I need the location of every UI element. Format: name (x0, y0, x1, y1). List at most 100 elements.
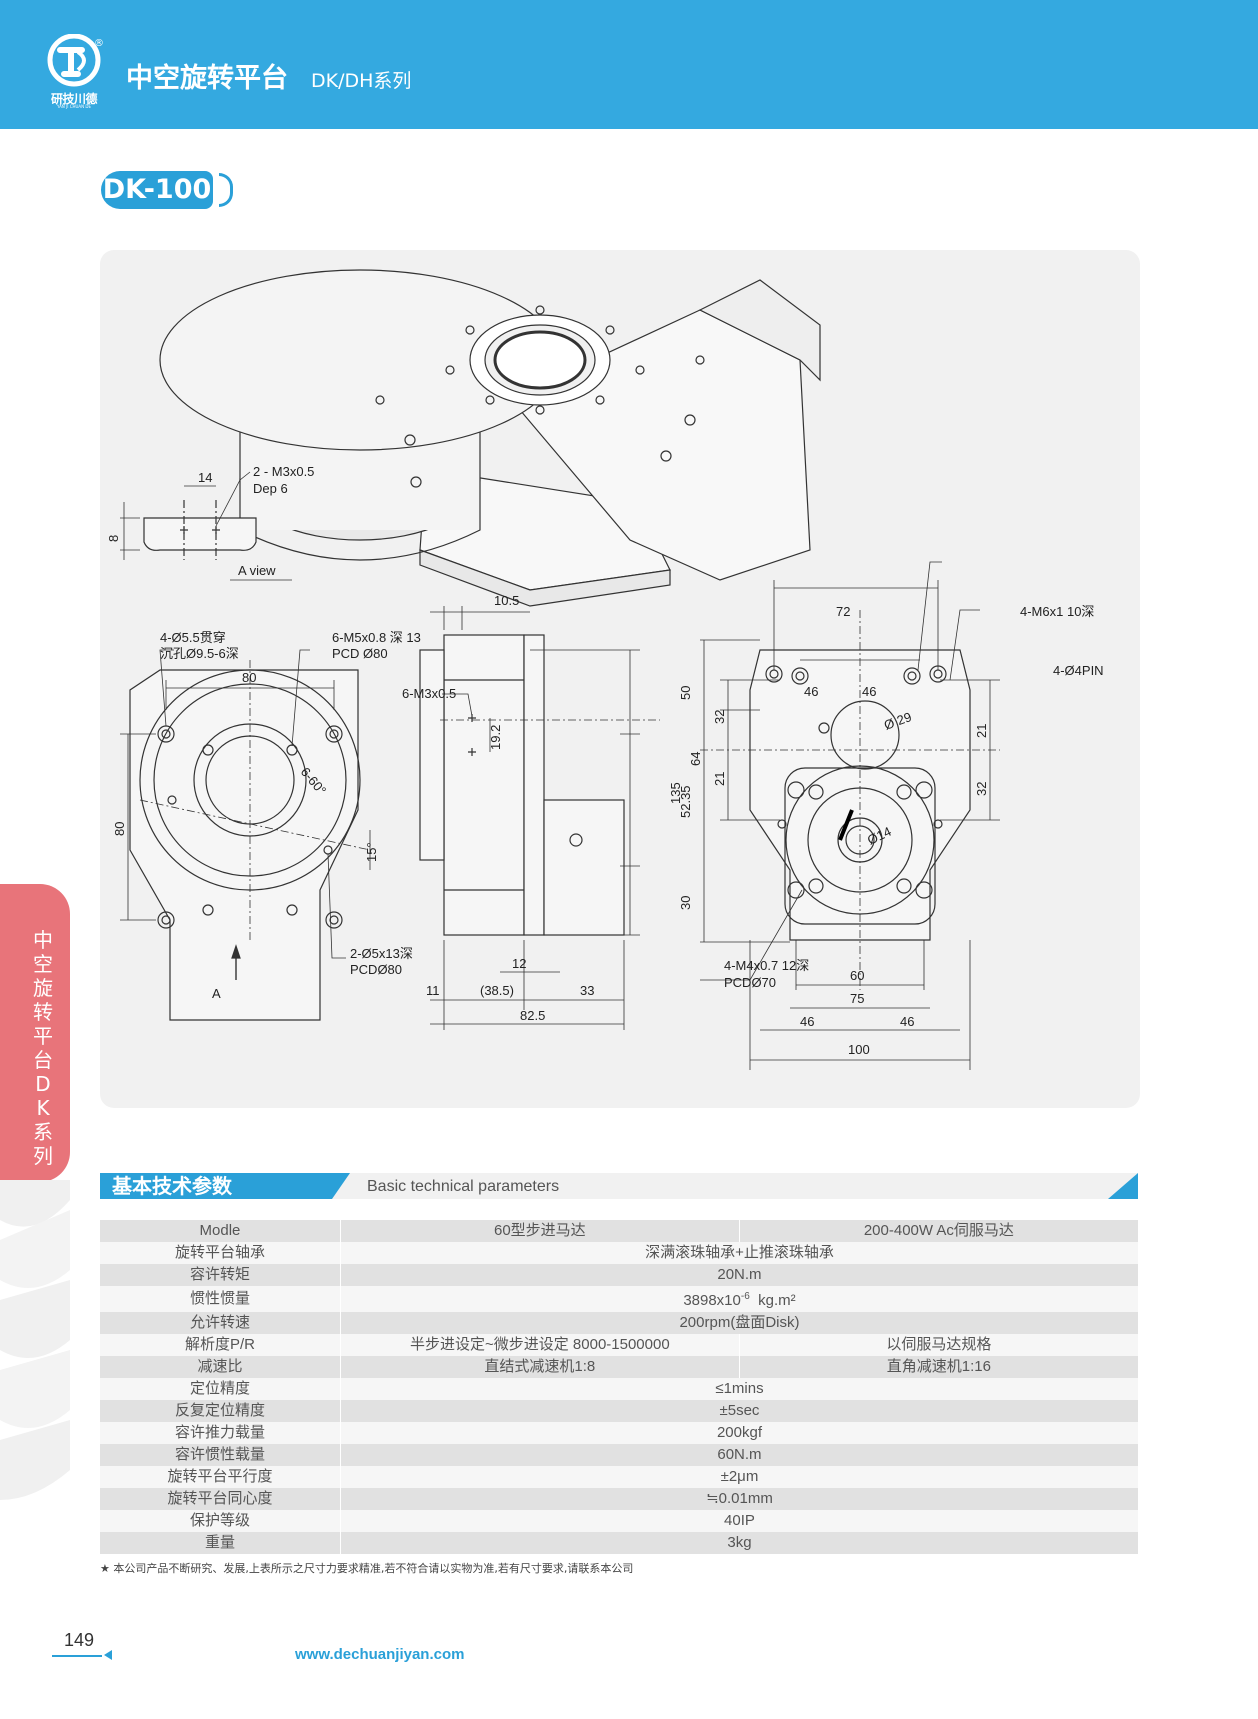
dim-label: 21 (974, 724, 989, 738)
dim-label: 72 (836, 604, 850, 619)
param-value: 200rpm(盘面Disk) (340, 1312, 1138, 1334)
technical-drawing: 14 8 2 - M3x0.5 Dep 6 A view 4-Ø5.5贯穿 沉孔… (106, 269, 1104, 1070)
dim-label: 135 (668, 782, 683, 804)
param-label: 惯性惯量 (100, 1286, 341, 1312)
dim-label: 60 (850, 968, 864, 983)
logo-name: 研技川德 (50, 92, 98, 106)
page-number-underline (52, 1655, 102, 1657)
dim-label: 100 (848, 1042, 870, 1057)
dim-label: 12 (512, 956, 526, 971)
dim-label: 32 (974, 782, 989, 796)
table-row: 旋转平台轴承 深满滚珠轴承+止推滚珠轴承 (100, 1242, 1138, 1264)
param-label: 旋转平台平行度 (100, 1466, 341, 1488)
side-tab-char: 系 (33, 1120, 53, 1144)
dim-label: 75 (850, 991, 864, 1006)
callout-label: 2 - M3x0.5 (253, 464, 314, 479)
website-link[interactable]: www.dechuanjiyan.com (295, 1646, 465, 1663)
dim-label: 19.2 (488, 725, 503, 750)
param-label: Modle (100, 1220, 341, 1242)
table-row: 旋转平台平行度 ±2μm (100, 1466, 1138, 1488)
table-row: Modle 60型步进马达 200-400W Ac伺服马达 (100, 1220, 1138, 1242)
param-value: 200-400W Ac伺服马达 (739, 1220, 1138, 1242)
dim-label: 46 (804, 684, 818, 699)
callout-label: 沉孔Ø9.5-6深 (160, 646, 239, 661)
dim-label: 80 (242, 670, 256, 685)
param-value-exponent: -6 (740, 1291, 750, 1302)
technical-drawing-panel: 14 8 2 - M3x0.5 Dep 6 A view 4-Ø5.5贯穿 沉孔… (100, 250, 1140, 1108)
a-view-drawing (120, 471, 292, 581)
footnote: ★ 本公司产品不断研究、发展,上表所示之尺寸力要求精准,若不符合请以实物为准,若… (100, 1562, 634, 1575)
dim-label: 11 (426, 983, 440, 998)
callout-label: 6-M5x0.8 深 13 (332, 630, 421, 645)
dim-label: 80 (112, 822, 127, 836)
product-isometric-drawing (159, 269, 821, 607)
param-label: 解析度P/R (100, 1334, 341, 1356)
dim-label: 30 (678, 896, 693, 910)
logo-emblem-icon (47, 34, 101, 87)
side-tab-char: 台 (33, 1048, 53, 1072)
table-row: 定位精度 ≤1mins (100, 1378, 1138, 1400)
dim-label: 82.5 (520, 1008, 545, 1023)
dim-label: 32 (712, 710, 727, 724)
page-arrow-icon (104, 1650, 112, 1660)
callout-label: PCDØ70 (724, 975, 776, 990)
dim-label: 50 (678, 686, 693, 700)
callout-label: PCDØ80 (350, 962, 402, 977)
param-value: ±5sec (340, 1400, 1138, 1422)
dim-label: 64 (688, 752, 703, 766)
a-view-caption: A view (238, 563, 276, 578)
table-row: 允许转速 200rpm(盘面Disk) (100, 1312, 1138, 1334)
param-value: ≤1mins (340, 1378, 1138, 1400)
registered-mark: ® (94, 38, 104, 49)
view-arrow-label: A (212, 986, 221, 1001)
side-tab-char: 平 (33, 1024, 53, 1048)
callout-label: PCD Ø80 (332, 646, 388, 661)
param-label: 保护等级 (100, 1510, 341, 1532)
param-value: 60N.m (340, 1444, 1138, 1466)
param-label: 容许转矩 (100, 1264, 341, 1286)
dim-label: 14 (198, 470, 212, 485)
param-value-unit: kg.m² (749, 1292, 796, 1309)
dim-label: 21 (712, 772, 727, 786)
callout-label: 6-M3x0.5 (402, 686, 456, 701)
param-value: 3kg (340, 1532, 1138, 1554)
side-tab-char: 列 (33, 1144, 53, 1168)
param-value: 半步进设定~微步进设定 8000-1500000 (340, 1334, 740, 1356)
param-label: 减速比 (100, 1356, 341, 1378)
table-row: 减速比 直结式减速机1:8 直角减速机1:16 (100, 1356, 1138, 1378)
param-label: 反复定位精度 (100, 1400, 341, 1422)
param-value: 40IP (340, 1510, 1138, 1532)
param-label: 旋转平台轴承 (100, 1242, 341, 1264)
side-tab-char: 转 (33, 1000, 53, 1024)
param-label: 允许转速 (100, 1312, 341, 1334)
callout-label: 4-Ø5.5贯穿 (160, 630, 226, 645)
side-tab-char: D (35, 1072, 51, 1096)
callout-label: Dep 6 (253, 481, 288, 496)
param-value: ±2μm (340, 1466, 1138, 1488)
callout-label: 4-Ø4PIN (1053, 663, 1104, 678)
table-row: 容许推力载量 200kgf (100, 1422, 1138, 1444)
param-value: 60型步进马达 (340, 1220, 740, 1242)
front-view-drawing (120, 649, 371, 1021)
dim-label: 46 (862, 684, 876, 699)
param-label: 旋转平台同心度 (100, 1488, 341, 1510)
table-row: 容许惯性载量 60N.m (100, 1444, 1138, 1466)
side-tab-char: K (36, 1096, 50, 1120)
dim-label: 52.35 (678, 785, 693, 818)
dim-label: 8 (106, 535, 121, 542)
page-header: 研技川德 YAN JI CHUAN DE ® 中空旋转平台 DK/DH系列 (0, 0, 1258, 129)
parameters-table: Modle 60型步进马达 200-400W Ac伺服马达 旋转平台轴承 深满滚… (100, 1220, 1138, 1554)
company-logo: 研技川德 YAN JI CHUAN DE (44, 34, 106, 109)
param-value: 以伺服马达规格 (739, 1334, 1138, 1356)
side-tab (0, 884, 70, 1182)
param-value: 直角减速机1:16 (739, 1356, 1138, 1378)
table-row: 保护等级 40IP (100, 1510, 1138, 1532)
param-label: 重量 (100, 1532, 341, 1554)
param-label: 容许惯性载量 (100, 1444, 341, 1466)
side-tab-label: 中 空 旋 转 平 台 D K 系 列 (30, 928, 56, 1168)
page-number: 149 (64, 1630, 95, 1650)
side-decoration (0, 1180, 70, 1500)
logo-subtext: YAN JI CHUAN DE (56, 104, 92, 109)
dim-label: (38.5) (480, 983, 514, 998)
table-row: 反复定位精度 ±5sec (100, 1400, 1138, 1422)
